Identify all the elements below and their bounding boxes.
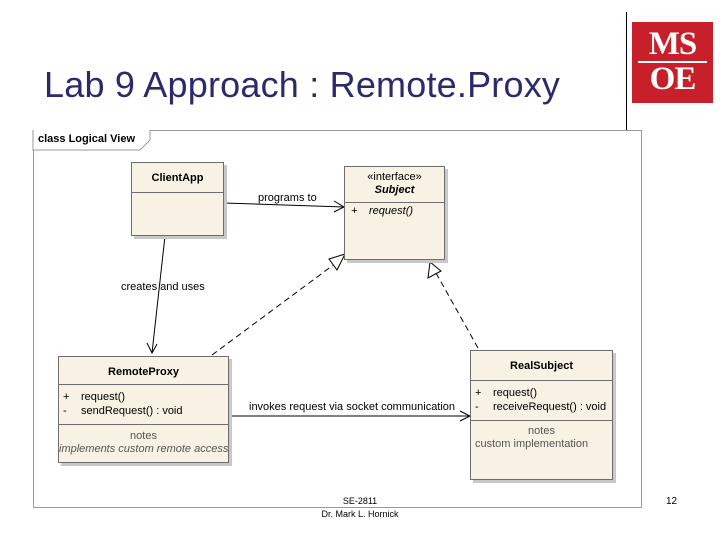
remote-proxy-notes: notes implements custom remote access — [59, 425, 228, 462]
operation-visibility: + — [475, 387, 482, 399]
remote-proxy-name: RemoteProxy — [59, 357, 228, 385]
remote-proxy-operations: + request() - sendRequest() : void — [59, 385, 228, 425]
programs-to-label: programs to — [258, 192, 317, 204]
real-subject-notes: notes custom implementation — [471, 421, 612, 479]
slide-title: Lab 9 Approach : Remote.Proxy — [44, 64, 561, 105]
operation-visibility: - — [63, 405, 67, 417]
author-name: Dr. Mark L. Hornick — [321, 509, 399, 519]
operation-signature: request() — [81, 391, 126, 403]
frame-label: class Logical View — [38, 133, 136, 145]
operation-visibility: - — [475, 401, 479, 413]
operation-signature: request() — [493, 387, 538, 399]
subject-stereotype: «interface» — [367, 171, 422, 183]
operation-signature: sendRequest() : void — [81, 405, 183, 417]
operation-signature: receiveRequest() : void — [493, 401, 607, 413]
subject-name: Subject — [374, 184, 415, 196]
page-number: 12 — [666, 496, 678, 507]
proxy-realization-line — [211, 262, 337, 356]
operation-visibility: + — [63, 391, 70, 403]
logo-text-bottom: OE — [649, 61, 697, 97]
subject-operations: + request() — [345, 203, 444, 259]
operation-visibility: + — [351, 205, 358, 217]
notes-title: notes — [130, 430, 157, 442]
realsubject-realization-line — [435, 272, 479, 349]
programs-to-line — [223, 202, 345, 208]
subject-interface[interactable]: «interface» Subject + request() — [344, 166, 445, 260]
realsubject-realization-arrowhead — [427, 261, 442, 279]
notes-text: implements custom remote access — [59, 443, 229, 455]
logo-text-top: MS — [648, 26, 698, 62]
proxy-realization-arrowhead — [328, 253, 346, 271]
real-subject-class[interactable]: RealSubject + request() - receiveRequest… — [470, 350, 613, 480]
invokes-request-label: invokes request via socket communication — [249, 401, 456, 413]
client-app-class[interactable]: ClientApp — [131, 162, 224, 236]
creates-and-uses-arrowhead — [146, 342, 158, 355]
frame-tab — [32, 130, 151, 151]
notes-text: custom implementation — [475, 438, 589, 450]
client-app-name: ClientApp — [132, 163, 223, 193]
msoe-logo: MS OE — [632, 22, 713, 103]
subject-header: «interface» Subject — [345, 167, 444, 203]
creates-and-uses-label: creates and uses — [121, 281, 205, 293]
real-subject-operations: + request() - receiveRequest() : void — [471, 381, 612, 421]
logo-bar — [638, 61, 707, 63]
remote-proxy-class[interactable]: RemoteProxy + request() - sendRequest() … — [58, 356, 229, 463]
operation-signature: request() — [369, 205, 414, 217]
real-subject-name: RealSubject — [471, 351, 612, 381]
notes-title: notes — [528, 425, 555, 437]
title-divider — [626, 12, 627, 132]
course-code: SE-2811 — [342, 496, 378, 506]
creates-and-uses-line — [151, 235, 166, 354]
client-app-body — [132, 193, 223, 235]
